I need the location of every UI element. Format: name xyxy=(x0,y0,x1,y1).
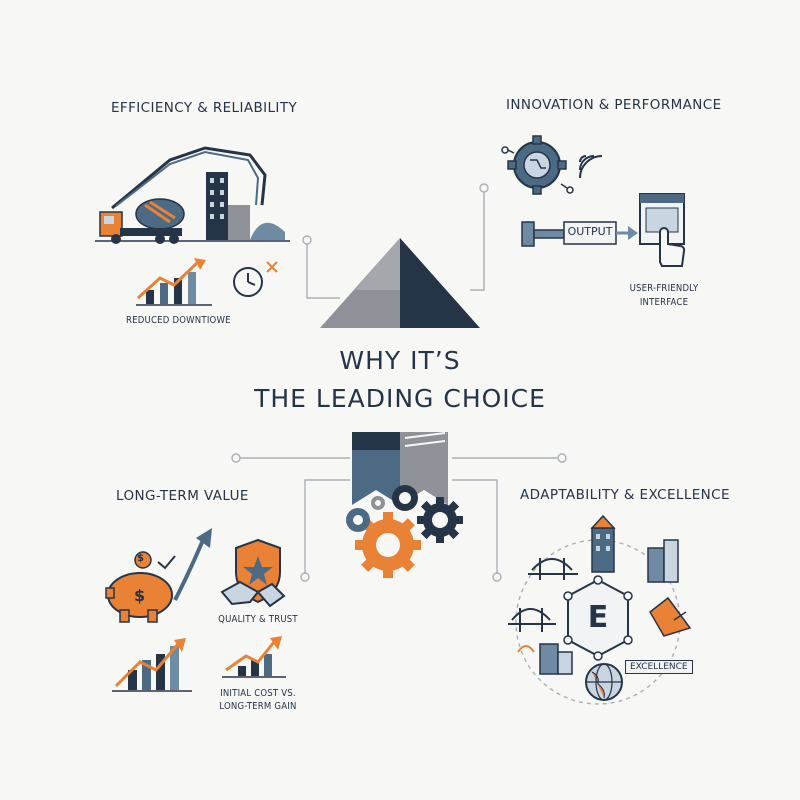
long-term-heading: LONG-TERM VALUE xyxy=(116,488,249,504)
pyramid-icon xyxy=(320,238,480,328)
adaptability-heading: ADAPTABILITY & EXCELLENCE xyxy=(520,487,730,503)
coin-symbol: $ xyxy=(137,553,144,564)
efficiency-heading: EFFICIENCY & RELIABILITY xyxy=(111,100,298,116)
main-title-line1: WHY IT’S xyxy=(339,346,461,375)
concrete-pump-truck-icon xyxy=(99,146,267,244)
main-title-line2: THE LEADING CHOICE xyxy=(254,384,546,413)
connector-dot xyxy=(479,183,489,193)
globe-icon xyxy=(585,663,623,701)
connector-dot xyxy=(557,453,567,463)
innovation-caption-line1: USER-FRIENDLY xyxy=(629,283,699,294)
clock-icon xyxy=(233,261,278,297)
piggy-bank-icon xyxy=(105,551,173,623)
excellence-badge: EXCELLENCE xyxy=(625,660,693,674)
handshake-icon xyxy=(220,580,286,608)
factory-icon xyxy=(517,643,573,675)
excellence-letter: E xyxy=(587,600,609,635)
wifi-icon xyxy=(579,155,603,179)
connector-dot xyxy=(302,235,312,245)
efficiency-caption: REDUCED DOWNTIOWE xyxy=(126,315,231,326)
cost-caption-line2: LONG-TERM GAIN xyxy=(219,701,297,712)
connector-dot xyxy=(300,572,310,582)
building-icon xyxy=(95,172,290,242)
bridge-icon xyxy=(508,558,578,632)
growth-chart-icon xyxy=(136,258,212,306)
connector-dot xyxy=(492,572,502,582)
quality-label: QUALITY & TRUST xyxy=(218,614,298,625)
connector-dot xyxy=(231,453,241,463)
currency-symbol: $ xyxy=(134,586,146,605)
touch-screen-icon xyxy=(639,193,686,267)
city-icon xyxy=(590,514,679,583)
output-label: OUTPUT xyxy=(567,225,613,238)
innovation-heading: INNOVATION & PERFORMANCE xyxy=(506,97,722,113)
innovation-caption-line2: INTERFACE xyxy=(639,297,689,308)
gear-chip-icon xyxy=(501,135,574,195)
cost-caption-line1: INITIAL COST VS. xyxy=(220,688,296,699)
road-icon xyxy=(649,596,692,637)
output-piston-icon xyxy=(521,221,638,247)
arrow-block-icon xyxy=(352,432,448,505)
bar-chart-icon xyxy=(112,638,192,692)
cost-chart-icon xyxy=(222,636,286,678)
growth-arrow-icon xyxy=(157,528,212,601)
